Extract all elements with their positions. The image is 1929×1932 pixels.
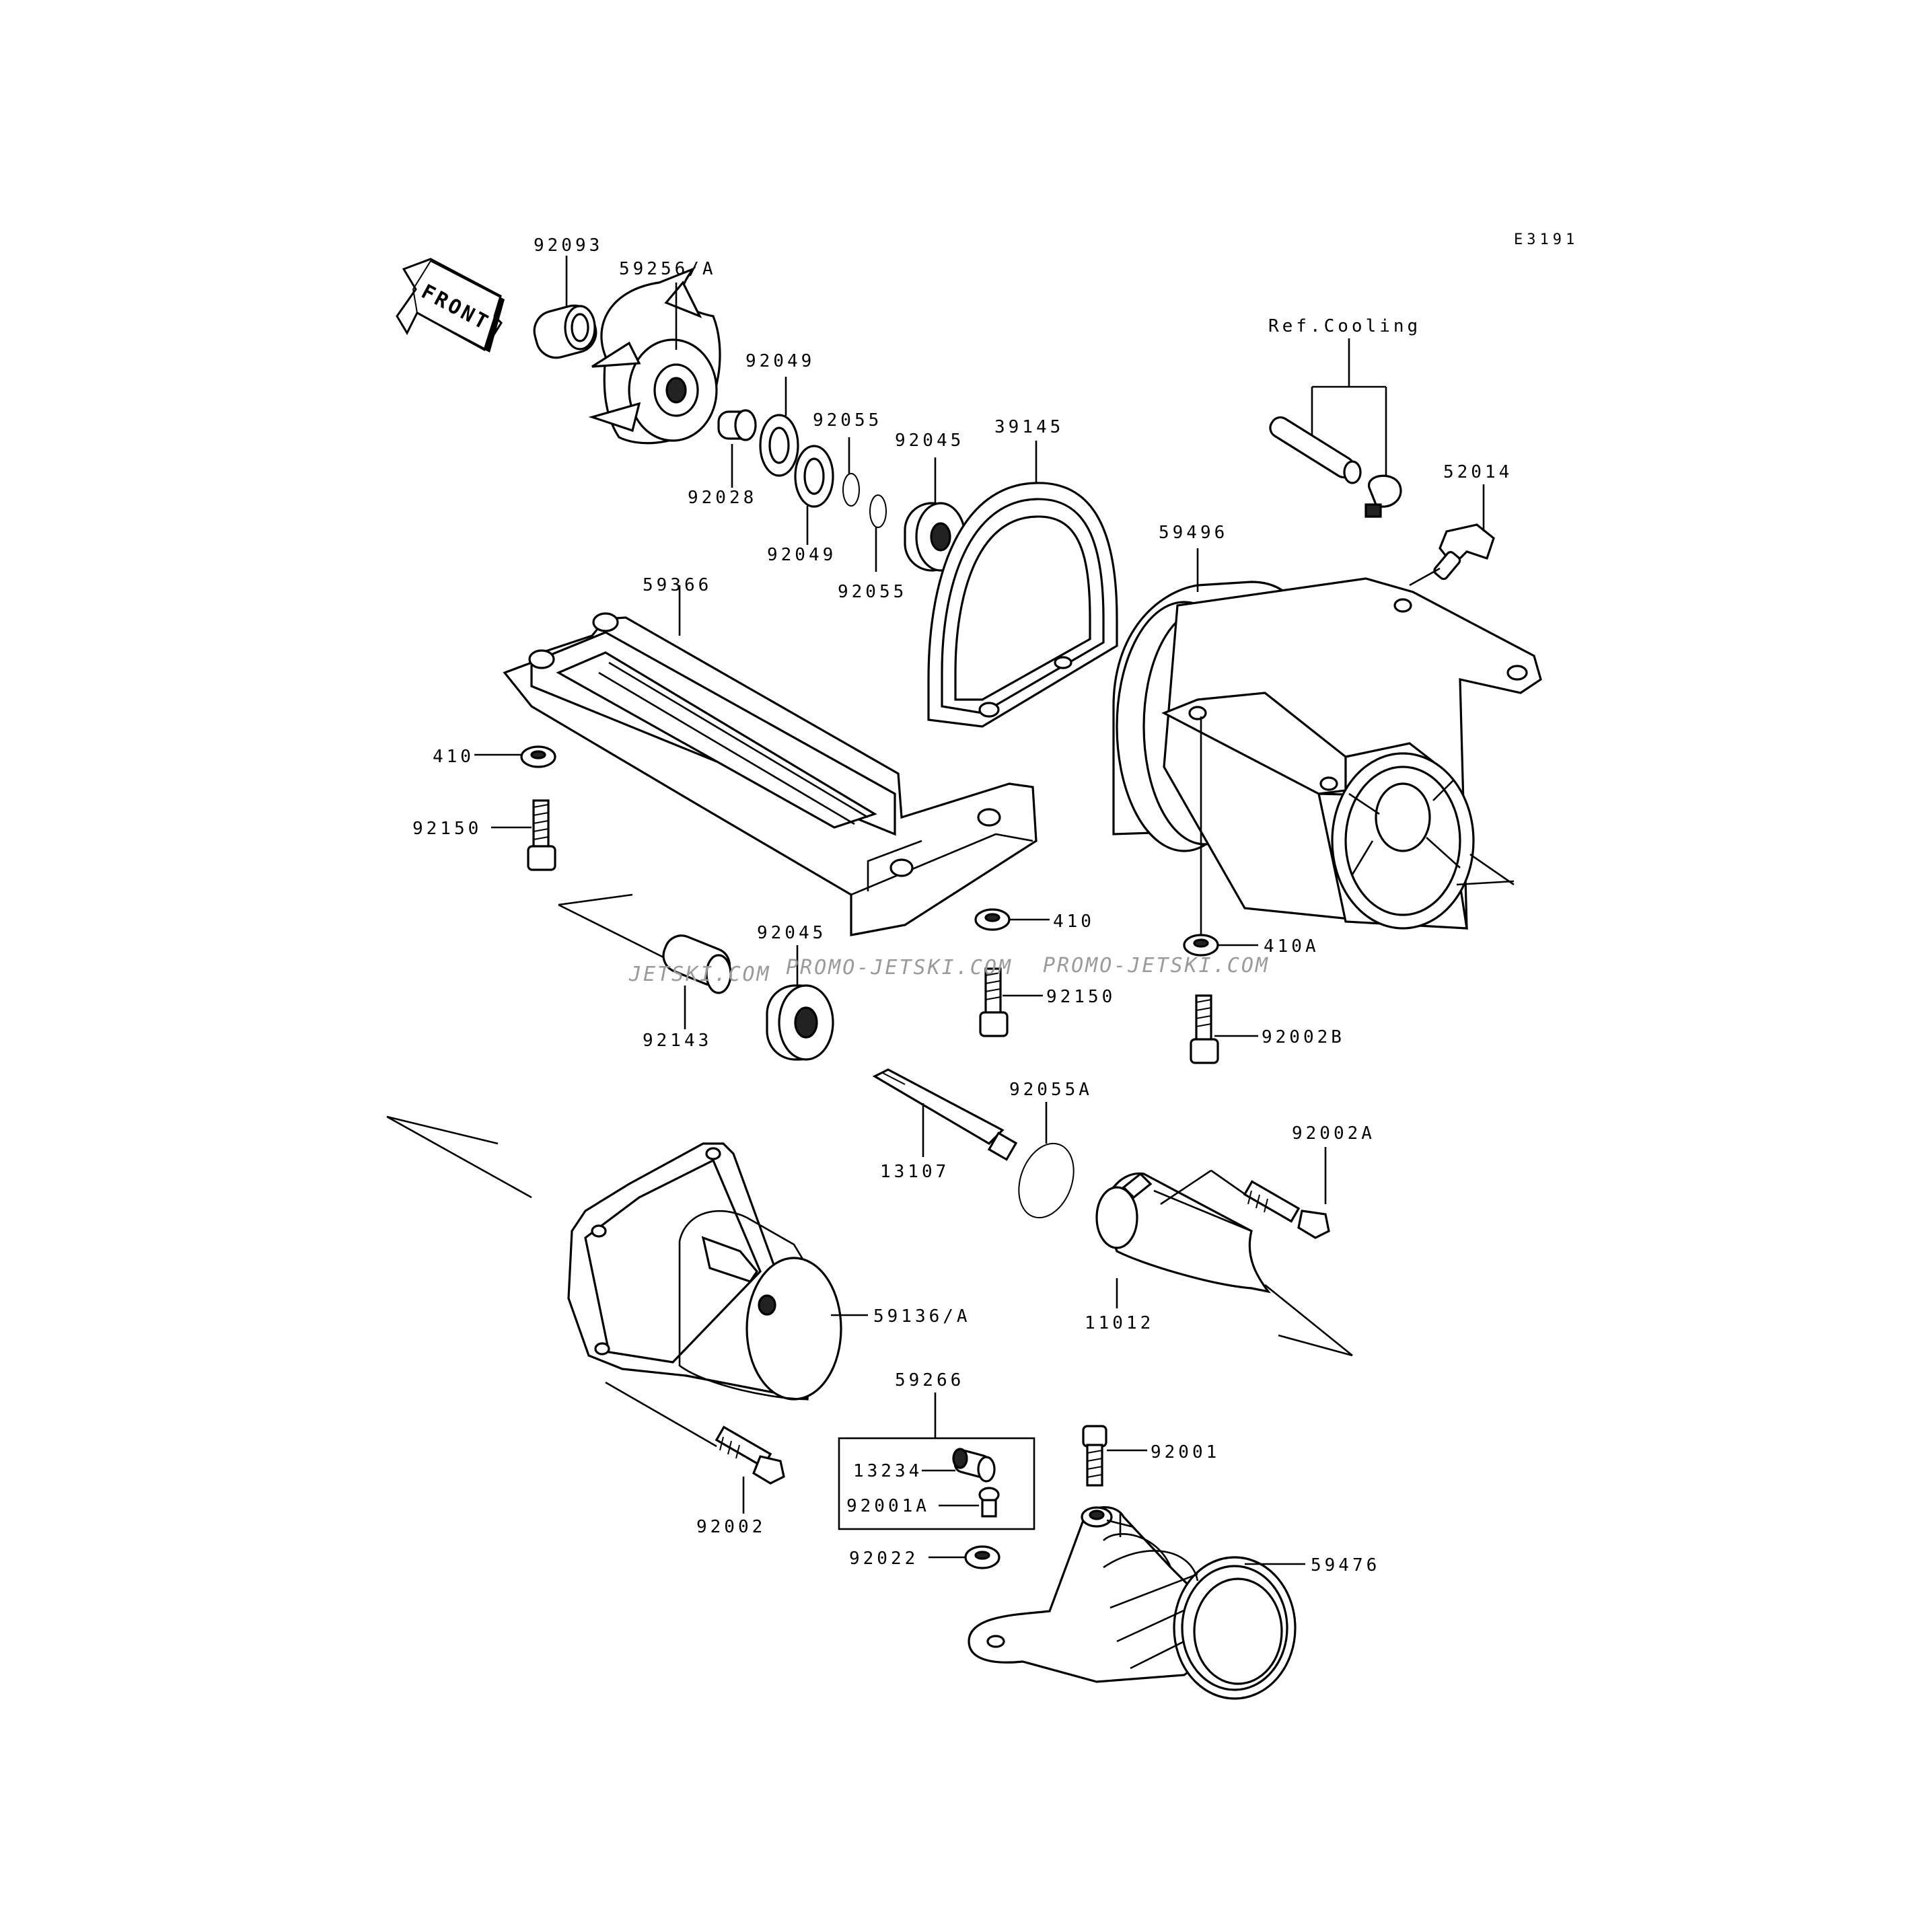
watermark-2: PROMO-JETSKI.COM xyxy=(786,956,1013,979)
watermark-1: JETSKI.COM xyxy=(628,963,771,986)
part-92045-mid xyxy=(766,945,834,1061)
part-52014 xyxy=(1409,484,1495,587)
label-92049-top: 92049 xyxy=(745,351,815,371)
label-92002: 92002 xyxy=(696,1517,766,1537)
ref-cooling-label: Ref.Cooling xyxy=(1268,316,1421,336)
front-arrow-icon: FRONT xyxy=(396,258,505,352)
label-92028: 92028 xyxy=(688,488,757,508)
label-92055-top: 92055 xyxy=(813,410,882,431)
part-92150-left xyxy=(491,799,556,871)
part-59256a-impeller xyxy=(588,266,721,445)
part-59136a-housing xyxy=(386,1115,868,1448)
label-59266: 59266 xyxy=(895,1370,964,1390)
label-92022: 92022 xyxy=(849,1549,918,1569)
label-92002a: 92002A xyxy=(1292,1123,1375,1144)
part-92055-bottom xyxy=(869,494,887,572)
part-59476-reducer xyxy=(968,1506,1305,1700)
part-ref-cooling-hose: Ref.Cooling xyxy=(1268,316,1421,518)
label-59496: 59496 xyxy=(1159,523,1228,543)
part-92022 xyxy=(929,1545,1000,1569)
label-92143: 92143 xyxy=(643,1031,712,1051)
label-410-mid: 410 xyxy=(1053,912,1095,932)
label-92001: 92001 xyxy=(1151,1442,1220,1462)
part-92150-mid xyxy=(979,967,1043,1037)
label-92055a: 92055A xyxy=(1009,1080,1093,1100)
part-410-mid xyxy=(974,908,1050,931)
part-92049-bottom xyxy=(794,445,834,545)
part-92001a xyxy=(939,1487,1000,1518)
label-59366: 59366 xyxy=(643,575,712,595)
label-410a: 410A xyxy=(1264,936,1319,957)
label-92045-top: 92045 xyxy=(895,431,964,451)
part-92002a xyxy=(1243,1147,1330,1239)
part-410-left xyxy=(474,745,556,768)
label-92150-left: 92150 xyxy=(412,819,482,839)
diagram-code: E3191 xyxy=(1514,231,1578,248)
label-92150-mid: 92150 xyxy=(1046,987,1116,1007)
part-92093 xyxy=(533,256,597,359)
part-59496-housing xyxy=(1112,548,1542,938)
part-13234 xyxy=(922,1448,996,1483)
part-92002 xyxy=(715,1425,785,1514)
label-52014: 52014 xyxy=(1443,462,1513,482)
label-11012: 11012 xyxy=(1085,1313,1154,1333)
part-11012-nozzle xyxy=(1095,1169,1353,1357)
part-92002b xyxy=(1190,994,1258,1064)
label-59136a: 59136/A xyxy=(873,1306,971,1327)
part-410a xyxy=(1183,934,1258,957)
label-410-left: 410 xyxy=(433,747,474,767)
part-39145-gasket xyxy=(927,441,1118,728)
label-92055-bottom: 92055 xyxy=(838,582,907,602)
part-92055a xyxy=(1018,1102,1075,1219)
label-92002b: 92002B xyxy=(1262,1027,1345,1047)
part-92001 xyxy=(1082,1425,1147,1487)
label-92001a: 92001A xyxy=(846,1496,930,1516)
watermark-3: PROMO-JETSKI.COM xyxy=(1043,954,1270,977)
label-92093: 92093 xyxy=(534,235,603,256)
label-92045-mid: 92045 xyxy=(757,923,826,943)
label-59476: 59476 xyxy=(1311,1555,1380,1575)
part-59366-cover xyxy=(503,585,1038,936)
label-39145: 39145 xyxy=(994,417,1064,437)
part-92143 xyxy=(662,934,732,1029)
part-92055-top xyxy=(842,437,860,507)
label-59256a: 59256/A xyxy=(619,259,717,279)
label-13107: 13107 xyxy=(880,1162,949,1182)
label-92049-bottom: 92049 xyxy=(767,545,836,565)
label-13234: 13234 xyxy=(853,1461,922,1481)
part-59266-kit xyxy=(838,1392,1035,1530)
part-13107-shaft xyxy=(872,1068,1018,1161)
part-92028 xyxy=(717,409,757,488)
part-92049-top xyxy=(759,377,799,477)
